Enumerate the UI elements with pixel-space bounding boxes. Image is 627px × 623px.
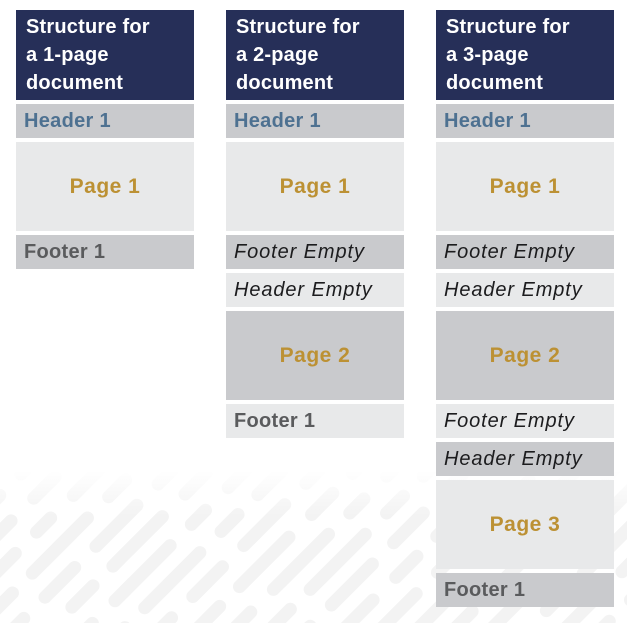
- row-footer-1: Footer 1: [226, 404, 404, 438]
- row-page-1: Page 1: [16, 142, 194, 231]
- row-label: Footer Empty: [444, 409, 575, 432]
- row-header-empty: Header Empty: [226, 273, 404, 307]
- row-page-3: Page 3: [436, 480, 614, 569]
- row-footer-empty: Footer Empty: [226, 235, 404, 269]
- row-label: Page 1: [489, 174, 561, 198]
- row-header-empty: Header Empty: [436, 442, 614, 476]
- row-page-2: Page 2: [226, 311, 404, 400]
- row-label: Header Empty: [444, 447, 583, 470]
- row-label: Page 1: [69, 174, 141, 198]
- row-label: Page 2: [489, 343, 561, 367]
- row-label: Footer Empty: [444, 240, 575, 263]
- row-label: Header Empty: [234, 278, 373, 301]
- row-label: Footer Empty: [234, 240, 365, 263]
- column-title: Structure for a 3-page document: [436, 10, 614, 100]
- row-header-1: Header 1: [436, 104, 614, 138]
- row-label: Header Empty: [444, 278, 583, 301]
- row-label: Footer 1: [444, 578, 526, 601]
- row-header-1: Header 1: [226, 104, 404, 138]
- row-page-1: Page 1: [436, 142, 614, 231]
- row-header-1: Header 1: [16, 104, 194, 138]
- row-page-1: Page 1: [226, 142, 404, 231]
- row-label: Page 3: [489, 512, 561, 536]
- row-label: Page 2: [279, 343, 351, 367]
- column-title: Structure for a 2-page document: [226, 10, 404, 100]
- row-label: Footer 1: [24, 240, 106, 263]
- row-header-empty: Header Empty: [436, 273, 614, 307]
- row-page-2: Page 2: [436, 311, 614, 400]
- column-title: Structure for a 1-page document: [16, 10, 194, 100]
- row-label: Header 1: [234, 109, 321, 132]
- row-footer-empty: Footer Empty: [436, 404, 614, 438]
- row-label: Footer 1: [234, 409, 316, 432]
- row-label: Header 1: [24, 109, 111, 132]
- row-footer-1: Footer 1: [16, 235, 194, 269]
- row-label: Header 1: [444, 109, 531, 132]
- row-footer-empty: Footer Empty: [436, 235, 614, 269]
- row-label: Page 1: [279, 174, 351, 198]
- row-footer-1: Footer 1: [436, 573, 614, 607]
